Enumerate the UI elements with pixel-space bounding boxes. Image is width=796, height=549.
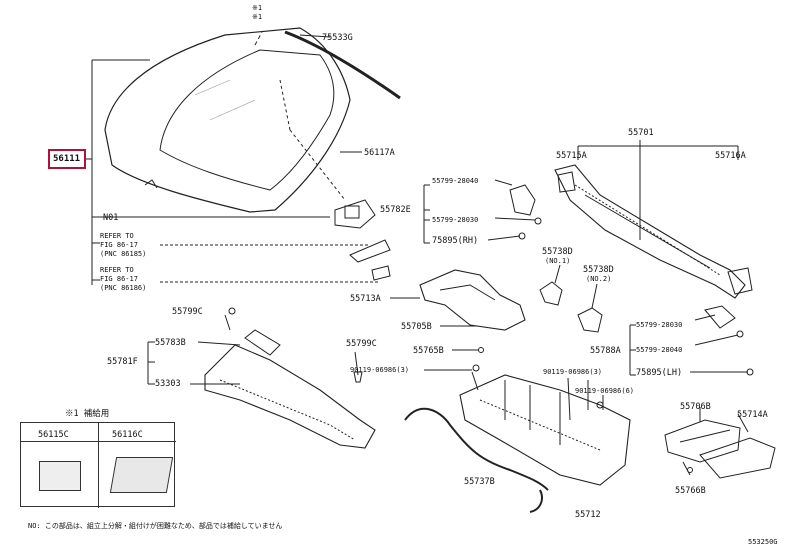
refer-2-line-3: (PNC 86186): [100, 284, 147, 292]
callout-55714a[interactable]: 55714A: [737, 410, 768, 420]
callout-55799-28040-b[interactable]: 55799-28040: [636, 346, 683, 354]
callout-n01: N01: [103, 213, 119, 223]
callout-55738d-no1[interactable]: 55738D: [542, 247, 573, 257]
panel-divider: [98, 423, 99, 508]
callout-55738d-no1-sub: (NO.1): [545, 257, 571, 265]
supply-note-top: ※1: [252, 4, 263, 12]
refer-2-line-2[interactable]: FIG 86-17: [100, 275, 138, 283]
callout-56111[interactable]: 56111: [53, 154, 81, 164]
refer-1-line-2[interactable]: FIG 86-17: [100, 241, 138, 249]
callout-90119-06986-3-b[interactable]: 90119-06986(3): [543, 368, 603, 376]
supply-note-top-2: ※1: [252, 13, 263, 21]
supply-box-title: ※1 補給用: [65, 409, 110, 419]
callout-55738d-no2-sub: (NO.2): [586, 275, 612, 283]
diagram-code: 553250G: [748, 538, 778, 546]
callout-55766b[interactable]: 55766B: [675, 486, 706, 496]
callout-55799c-right[interactable]: 55799C: [346, 339, 377, 349]
callout-55799-28040[interactable]: 55799-28040: [432, 177, 479, 185]
callout-55781f[interactable]: 55781F: [107, 357, 138, 367]
refer-1-line-3: (PNC 86185): [100, 250, 147, 258]
callout-75895-rh[interactable]: 75895(RH): [432, 236, 479, 246]
callout-55783b[interactable]: 55783B: [155, 338, 186, 348]
panel-divider: [21, 441, 176, 442]
callout-55715a[interactable]: 55715A: [556, 151, 587, 161]
callout-53303[interactable]: 53303: [155, 379, 181, 389]
callout-56116c[interactable]: 56116C: [112, 430, 143, 440]
callout-55799-28030[interactable]: 55799-28030: [432, 216, 479, 224]
callout-55716a[interactable]: 55716A: [715, 151, 746, 161]
footer-note: NO: この部品は、組立上分解・組付けが困難なため、部品では補給していません: [28, 522, 283, 530]
refer-2-line-1: REFER TO: [100, 266, 134, 274]
callout-55799-28030-b[interactable]: 55799-28030: [636, 321, 683, 329]
callout-55705b[interactable]: 55705B: [401, 322, 432, 332]
callout-56117a[interactable]: 56117A: [364, 148, 395, 158]
part-56115c-drawing: [39, 461, 81, 491]
callout-55765b[interactable]: 55765B: [413, 346, 444, 356]
callout-90119-06986-6[interactable]: 90119-06986(6): [575, 387, 635, 395]
callout-75533g[interactable]: 75533G: [322, 33, 353, 43]
callout-55701[interactable]: 55701: [628, 128, 654, 138]
callout-55706b[interactable]: 55706B: [680, 402, 711, 412]
callout-90119-06986-3-a[interactable]: 90119-06986(3): [350, 366, 410, 374]
selected-part-highlight[interactable]: 56111: [48, 149, 86, 169]
callout-75895-lh[interactable]: 75895(LH): [636, 368, 683, 378]
supply-parts-panel: [20, 422, 176, 508]
callout-55788a[interactable]: 55788A: [590, 346, 621, 356]
callout-56115c[interactable]: 56115C: [38, 430, 69, 440]
callout-55782e[interactable]: 55782E: [380, 205, 411, 215]
callout-55738d-no2[interactable]: 55738D: [583, 265, 614, 275]
callout-55737b[interactable]: 55737B: [464, 477, 495, 487]
callout-55713a[interactable]: 55713A: [350, 294, 381, 304]
callout-55712[interactable]: 55712: [575, 510, 601, 520]
refer-1-line-1: REFER TO: [100, 232, 134, 240]
callout-55799c-left[interactable]: 55799C: [172, 307, 203, 317]
part-56116c-drawing: [109, 457, 174, 493]
